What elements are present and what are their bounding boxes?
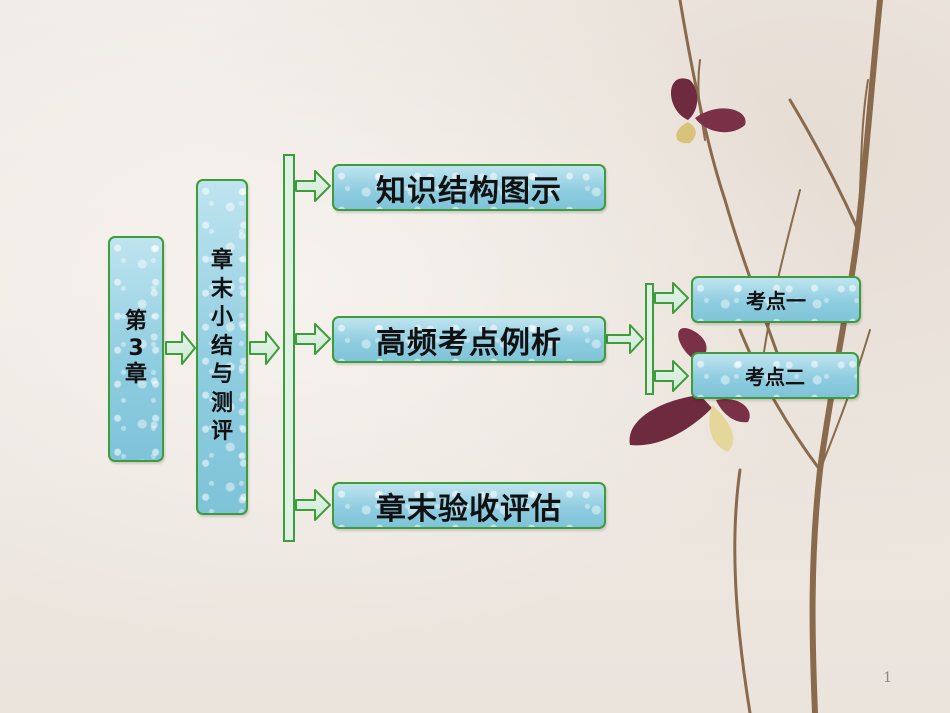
arrow-bar-to-section-1	[295, 170, 331, 202]
section-label-3: 章末验收评估	[376, 491, 562, 527]
page-number: 1	[883, 670, 892, 686]
arrow-summary-to-bar	[249, 331, 280, 365]
chapter-label: 第 3 章	[124, 309, 147, 388]
section-box-chapter-assessment[interactable]: 章末验收评估	[332, 482, 606, 529]
arrow-bar-to-section-2	[295, 323, 331, 355]
point-label-2: 考点二	[745, 365, 805, 389]
chapter-box[interactable]: 第 3 章	[108, 236, 164, 462]
section-box-key-points[interactable]: 高频考点例析	[332, 316, 606, 363]
summary-label: 章 末 小 结 与 测 评	[210, 247, 233, 445]
arrow-chapter-to-summary	[165, 331, 196, 365]
arrow-bar-to-point-1	[654, 282, 689, 314]
section-label-1: 知识结构图示	[376, 173, 562, 209]
section-box-knowledge-structure[interactable]: 知识结构图示	[332, 164, 606, 211]
arrow-bar-to-section-3	[295, 489, 331, 521]
point-label-1: 考点一	[746, 289, 806, 313]
point-box-2[interactable]: 考点二	[691, 352, 859, 399]
connector-bar-main	[283, 154, 295, 542]
arrow-bar-to-point-2	[654, 360, 689, 392]
point-box-1[interactable]: 考点一	[691, 276, 861, 323]
summary-box[interactable]: 章 末 小 结 与 测 评	[196, 179, 248, 515]
arrow-section-2-to-points	[606, 324, 644, 354]
section-label-2: 高频考点例析	[376, 325, 562, 361]
connector-bar-points	[645, 283, 654, 395]
